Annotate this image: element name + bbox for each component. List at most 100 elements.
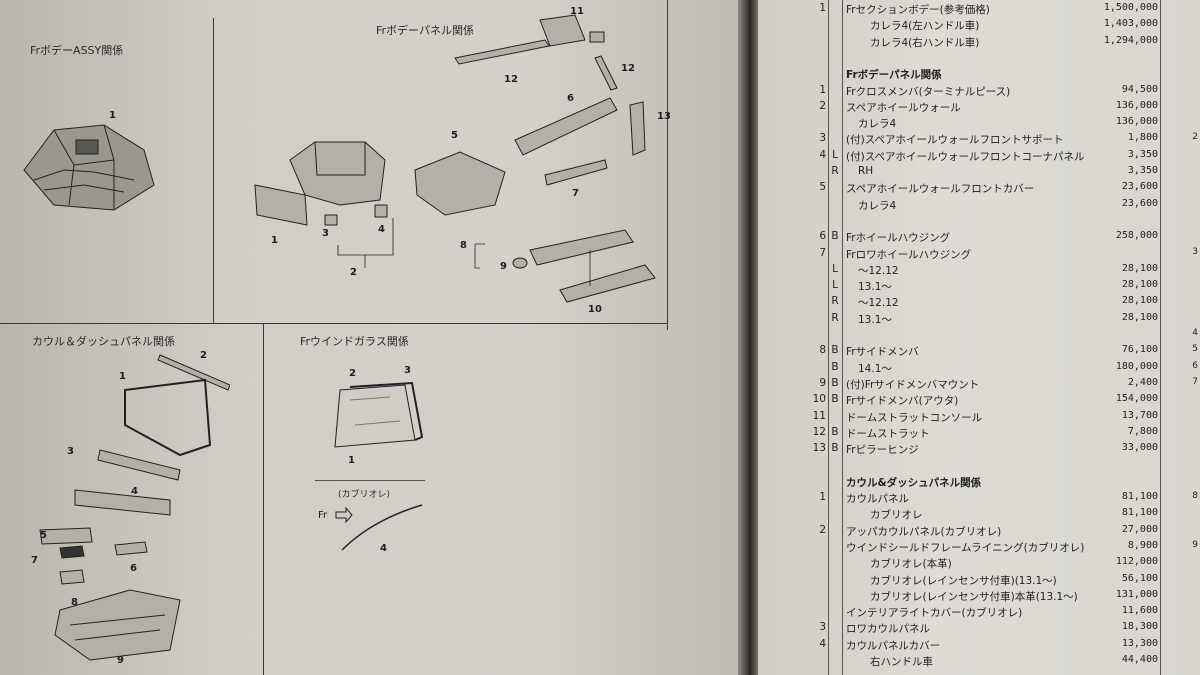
part-price: 136,000 (1115, 116, 1158, 128)
part-name: Frロワホイールハウジング (846, 248, 972, 261)
part-name: (付)スペアホイールウォールフロントコーナパネル (846, 150, 1085, 163)
part-price: 81,100 (1121, 507, 1158, 519)
part-name: インテリアライトカバー(カブリオレ) (846, 607, 1023, 620)
callout-label: 1 (271, 235, 278, 246)
horizontal-divider (0, 323, 668, 324)
part-price: 28,100 (1121, 262, 1158, 274)
part-number: 3 (819, 621, 826, 634)
part-number: 2 (819, 523, 826, 536)
callout-label: 7 (31, 555, 38, 566)
part-price: 28,100 (1121, 295, 1158, 307)
callout-label: 5 (451, 130, 458, 141)
part-price: 27,000 (1121, 523, 1158, 535)
callout-label: 8 (460, 240, 467, 251)
part-code: B (831, 376, 839, 389)
margin-ref: 9 (1192, 539, 1198, 550)
part-number: 13 (812, 442, 826, 455)
callout-label: 2 (200, 350, 207, 361)
part-name: カレラ4 (858, 118, 897, 131)
part-name: アッパカウルパネル(カブリオレ) (846, 525, 1002, 538)
callout-label: 1 (109, 110, 116, 121)
cabriolet-label: (カブリオレ) (338, 490, 391, 500)
part-price: 1,800 (1127, 132, 1158, 144)
part-name: Frピラーヒンジ (846, 444, 919, 457)
callout-label: 3 (67, 446, 74, 457)
callout-label: 3 (322, 228, 329, 239)
body-assy-illustration (23, 124, 155, 211)
section-title-cowl-dash: カウル＆ダッシュパネル関係 (32, 335, 175, 348)
part-code: B (831, 442, 839, 455)
part-price: 11,600 (1121, 605, 1158, 617)
part-name: Frボデーパネル関係 (846, 69, 942, 82)
part-code: B (831, 230, 839, 243)
part-price: 1,403,000 (1103, 18, 1158, 30)
part-name: ウインドシールドフレームライニング(カブリオレ) (846, 541, 1085, 554)
table-rule-code (842, 0, 843, 675)
table-row (758, 51, 1200, 67)
callout-label: 9 (500, 261, 507, 272)
part-name: Frサイドメンバ (846, 346, 919, 359)
part-name: ～12.12 (858, 297, 899, 310)
part-name: カレラ4(左ハンドル車) (870, 20, 980, 33)
callout-label: 4 (378, 224, 385, 235)
table-row: インテリアライトカバー(カブリオレ) 11,600 (758, 605, 1200, 621)
part-name: ～12.12 (858, 264, 899, 277)
part-name: ドームストラットコンソール (846, 411, 983, 424)
margin-ref: 5 (1192, 344, 1198, 355)
part-name: Frサイドメンバ(アウタ) (846, 395, 959, 408)
table-row: カブリオレ(レインセンサ付車)本革(13.1～)131,000 (758, 589, 1200, 605)
callout-label: 2 (349, 368, 356, 379)
section-title-fr-body-assy: FrボデーASSY関係 (30, 44, 124, 57)
callout-label: 4 (380, 543, 387, 554)
section-title-fr-window-glass: Frウインドガラス関係 (300, 335, 409, 348)
part-name: (付)スペアホイールウォールフロントサポート (846, 134, 1064, 147)
part-number: 5 (819, 181, 826, 194)
book-gutter (738, 0, 760, 675)
table-row (758, 458, 1200, 474)
part-number: 6 (819, 230, 826, 243)
callout-label: 7 (572, 188, 579, 199)
part-number: 2 (819, 99, 826, 112)
vertical-divider-bottom (263, 323, 264, 675)
part-code: B (831, 425, 839, 438)
part-price: 28,100 (1121, 279, 1158, 291)
part-name: RH (858, 165, 874, 177)
table-row (758, 214, 1200, 230)
part-name: スペアホイールウォールフロントカバー (846, 183, 1035, 196)
part-price: 18,300 (1121, 621, 1158, 633)
part-name: カブリオレ(レインセンサ付車)本革(13.1～) (870, 590, 1078, 603)
part-price: 258,000 (1115, 230, 1158, 242)
callout-label: 2 (350, 267, 357, 278)
table-rule-no (828, 0, 829, 675)
callout-label: 13 (657, 111, 671, 122)
part-price: 76,100 (1121, 344, 1158, 356)
cowl-dash-illustration (39, 354, 230, 661)
part-price: 112,000 (1115, 556, 1158, 568)
part-name: ドームストラット (846, 427, 930, 440)
left-page: FrボデーASSY関係 Frボデーパネル関係 カウル＆ダッシュパネル関係 Frウ… (0, 0, 745, 675)
part-price: 7,800 (1127, 425, 1158, 437)
table-row: 4 (758, 328, 1200, 344)
part-code: B (831, 360, 839, 373)
part-name: 13.1～ (858, 281, 892, 294)
part-price: 56,100 (1121, 572, 1158, 584)
table-row: カレラ4(左ハンドル車) 1,403,000 (758, 18, 1200, 34)
cabrio-divider (315, 480, 425, 481)
margin-ref: 4 (1192, 328, 1198, 338)
part-number: 7 (819, 246, 826, 259)
